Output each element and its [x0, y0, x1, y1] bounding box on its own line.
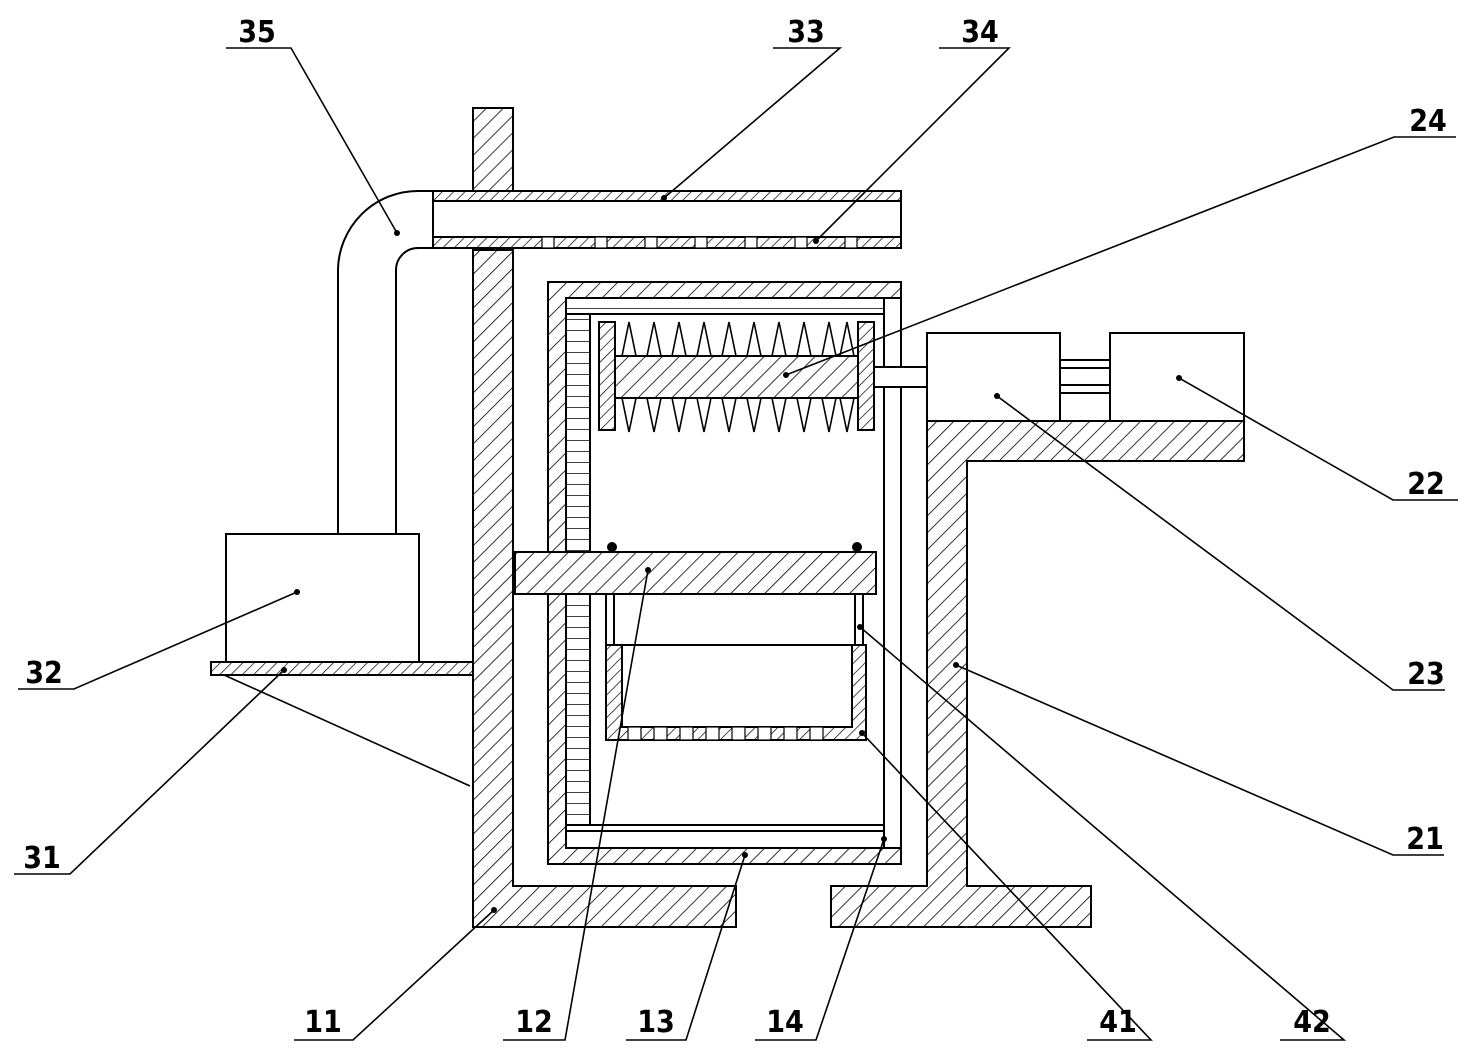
label-21: 21 [1406, 822, 1444, 857]
plate-pin-left [607, 542, 617, 552]
label-42: 42 [1293, 1005, 1331, 1040]
leader-11 [294, 909, 495, 1041]
label-24: 24 [1409, 104, 1447, 139]
leader-24 [785, 136, 1456, 376]
leader-13 [626, 854, 746, 1041]
leader-21 [955, 664, 1444, 856]
hangers [605, 593, 864, 646]
label-14: 14 [766, 1005, 804, 1040]
fan-box [225, 533, 420, 663]
label-34: 34 [961, 15, 999, 50]
leader-23 [996, 395, 1445, 691]
nozzle-holes [541, 236, 858, 249]
main-frame [472, 107, 737, 928]
label-32: 32 [25, 656, 63, 691]
label-22: 22 [1407, 467, 1445, 502]
support-plate [210, 661, 474, 676]
label-23: 23 [1407, 657, 1445, 692]
drawing-body [210, 107, 1245, 928]
label-11: 11 [304, 1005, 342, 1040]
leader-14 [755, 838, 885, 1041]
label-33: 33 [787, 15, 825, 50]
drive-unit [926, 332, 1245, 422]
elbow-pipe [337, 190, 433, 534]
label-31: 31 [23, 841, 61, 876]
leader-22 [1178, 377, 1458, 501]
label-35: 35 [238, 15, 276, 50]
leader-lines [14, 47, 1458, 1041]
plate-pin-right [852, 542, 862, 552]
leader-12 [503, 569, 649, 1041]
leader-dots [281, 195, 1182, 913]
leader-34 [815, 47, 1011, 242]
leader-42 [859, 626, 1347, 1041]
leader-32 [18, 591, 298, 690]
label-13: 13 [637, 1005, 675, 1040]
air-pipe [432, 190, 902, 249]
leader-35 [226, 47, 398, 234]
leader-33 [663, 47, 843, 199]
sieve-holes [627, 726, 824, 741]
lower-spikes [621, 397, 855, 433]
spiked-roller [598, 321, 875, 433]
label-12: 12 [515, 1005, 553, 1040]
motor-support-frame [830, 420, 1245, 928]
leader-41 [861, 732, 1153, 1041]
reference-numerals: 35 33 34 24 22 23 21 32 31 11 12 13 14 4… [23, 15, 1447, 1040]
drive-shaft [873, 366, 928, 388]
upper-spikes [621, 321, 855, 357]
label-41: 41 [1099, 1005, 1137, 1040]
sieve-basket [605, 644, 867, 741]
middle-plate [514, 551, 877, 595]
plate-edge-line [223, 674, 471, 787]
leader-31 [14, 669, 285, 875]
